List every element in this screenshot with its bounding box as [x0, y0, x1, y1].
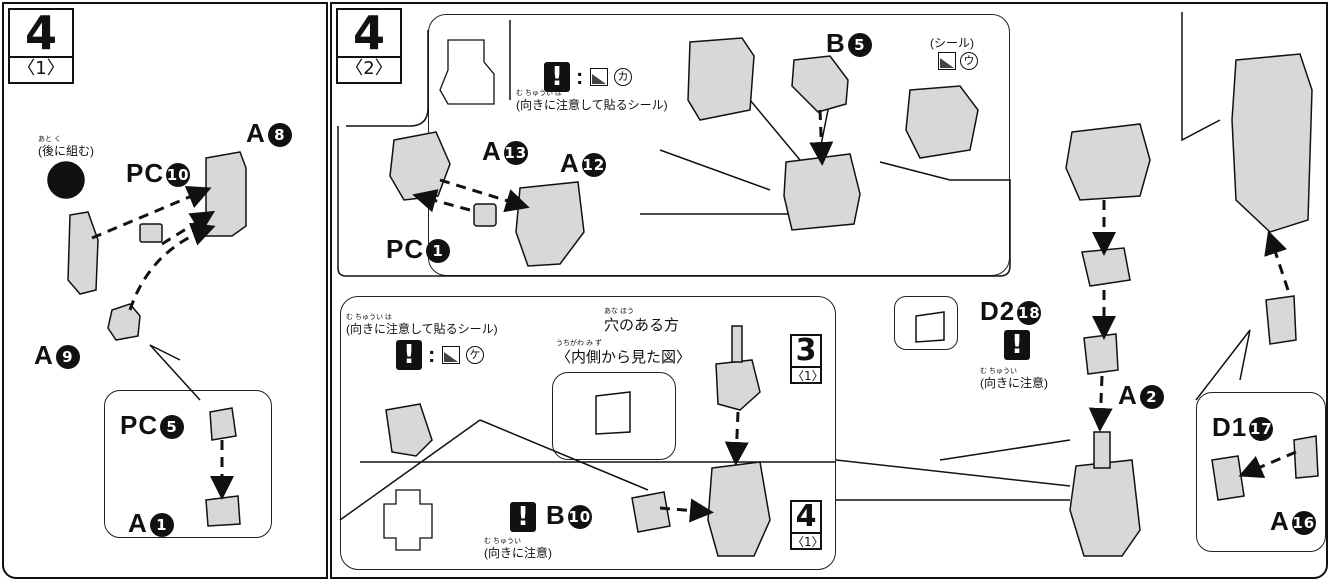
later-note: あと く (後に組む) [38, 136, 94, 158]
sticker-note-top: む ちゅうい は (向きに注意して貼るシール) [516, 90, 668, 112]
hole-side: あな ほう 穴のある方 [604, 308, 680, 334]
warning-icon: ! [544, 62, 570, 92]
step-number-4-2: 4 〈2〉 [336, 8, 402, 84]
sticker-icon [590, 68, 608, 86]
pc5-inset [104, 390, 272, 538]
inner-view: うちがわ み ず 〈内側から見た図〉 [556, 340, 692, 366]
sticker-ke: ケ [466, 346, 484, 364]
step-number: 4 [10, 10, 72, 58]
step-sub: 〈2〉 [345, 58, 393, 79]
sticker-u: ウ [960, 52, 978, 70]
warning-icon: ! [396, 340, 422, 370]
step-sub: 〈1〉 [17, 58, 65, 79]
mind-direction-2: む ちゅうい (向きに注意) [980, 368, 1048, 390]
warning-icon: ! [510, 502, 536, 532]
step-number: 4 [338, 10, 400, 58]
step-number-4-1: 4 〈1〉 [8, 8, 74, 84]
warning-icon: ! [1004, 330, 1030, 360]
ref-step-3-1: 3 〈1〉 [790, 333, 824, 384]
colon: : [576, 64, 584, 89]
sticker-icon [442, 346, 460, 364]
sticker-ka: カ [614, 68, 632, 86]
sticker-note-left: む ちゅうい は (向きに注意して貼るシール) [346, 314, 498, 336]
mind-direction-1: む ちゅうい (向きに注意) [484, 538, 552, 560]
ref-step-4-1: 4 〈1〉 [790, 499, 824, 550]
seal-label: (シール) [930, 36, 974, 50]
sticker-icon [938, 52, 956, 70]
colon: : [428, 342, 436, 367]
